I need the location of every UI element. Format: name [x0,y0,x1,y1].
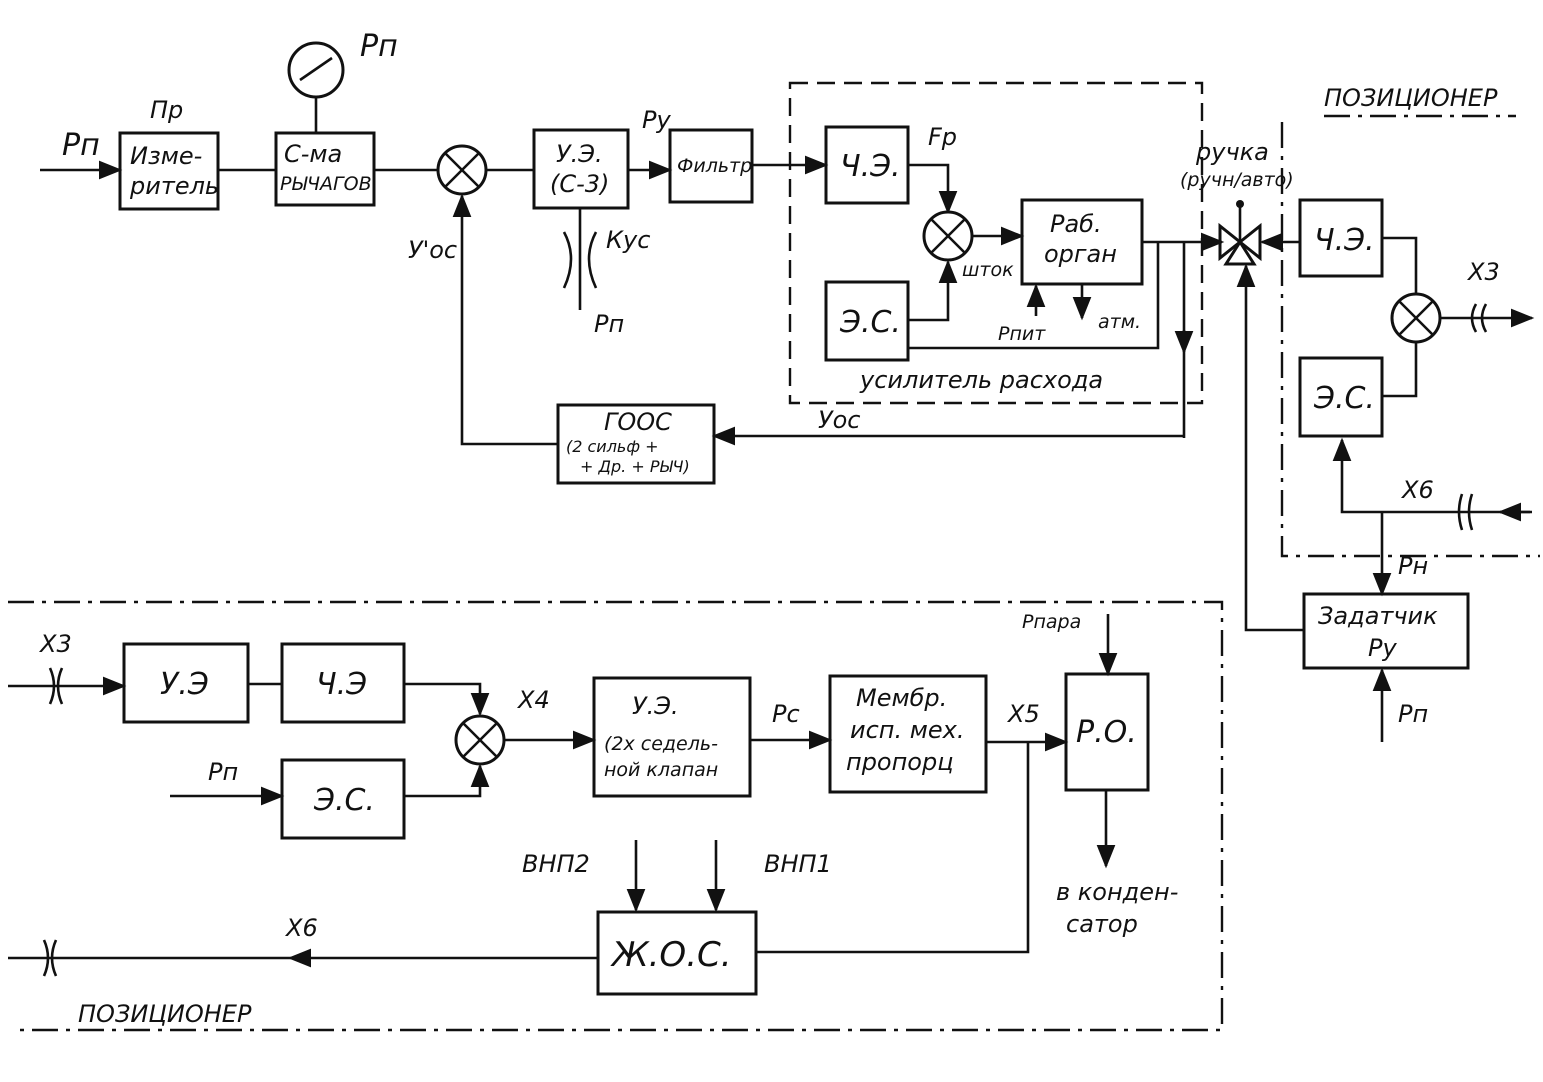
ppara-label: Рпара [1022,611,1081,633]
pp-low-label: Рп [208,758,238,786]
vnp1-label: ВНП1 [764,850,832,878]
fr-label: Fр [928,123,957,151]
goos-label-line3: + Др. + РЫЧ) [580,457,690,476]
zadatchik-label-line2: Ру [1368,634,1397,662]
goos-label-line2: (2 сильф + [566,437,659,456]
goos-label-line1: ГООС [604,408,672,436]
x3-in-label: Х3 [38,630,72,658]
x5-label: Х5 [1006,700,1040,728]
summing-junction-1 [436,144,488,196]
zhos-label: Ж.О.С. [610,935,732,975]
izmeritel-caption: Пр [150,96,183,124]
pozicioner-bottom-boundary [8,600,1224,1032]
zadatchik-label-line1: Задатчик [1318,602,1438,630]
pp-zadatchik-label: Рп [1398,700,1428,728]
kondensator-label-line1: в конден- [1056,878,1178,906]
summing-junction-3 [1390,292,1442,344]
yoc-prime-label: У'ос [408,236,457,264]
che-low-label: Ч.Э [316,667,367,702]
lower-positioner-loop: ПОЗИЦИОНЕР Х3 У.Э Ч.Э Х4 Рп Э.С. У.Э. (2… [8,600,1224,1032]
ro-label: Р.О. [1076,715,1137,750]
input-pp-label: Рп [62,128,100,163]
restrictor-pp-label: Рп [594,310,624,338]
rab-organ-label-line2: орган [1044,240,1117,268]
ppit-label: Рпит [998,323,1046,345]
ue-klapan-label-line3: ной клапан [604,759,718,781]
switch-valve-icon[interactable] [1218,200,1262,266]
izmeritel-label-line1: Изме- [130,142,202,170]
es-low-block [280,758,406,840]
x4-label: Х4 [516,686,550,714]
che-pos-label: Ч.Э. [1314,223,1375,258]
es-amp-label: Э.С. [839,305,901,340]
zhos-block [596,910,758,996]
filtr-label: Фильтр [677,155,752,177]
py-label: Ру [642,106,671,134]
shtok-label: шток [962,259,1014,281]
membr-label-line1: Мембр. [856,684,947,712]
x6-in-label: Х6 [1400,476,1434,504]
positioner-top: ручка (ручн/авто) ПОЗИЦИОНЕР Ч.Э. Х3 [1180,84,1540,742]
ruchka-label-line2: (ручн/авто) [1180,169,1294,191]
che-amp-label: Ч.Э. [840,149,901,184]
rychagi-label-line2: РЫЧАГОВ [280,173,372,195]
membr-label-line3: пропорц [846,748,954,776]
izmeritel-label-line2: ритель [129,172,219,200]
es-pos-label: Э.С. [1313,381,1375,416]
summing-junction-2 [922,210,974,262]
membr-label-line2: исп. мех. [850,716,964,744]
x6-out-label: Х6 [284,914,318,942]
gauge-pp-label: Рп [360,29,398,64]
usilitel-label: усилитель расхода [859,366,1103,394]
rychagi-label-line1: С-ма [284,140,342,168]
atm-label: атм. [1098,311,1141,333]
rab-organ-label-line1: Раб. [1050,210,1102,238]
ue-klapan-label-line2: (2х седель- [604,733,718,755]
yoc-label: Уос [818,406,861,434]
restrictor-kus-icon [562,208,598,310]
ue-c3-label-line2: (С-3) [550,170,609,198]
ue-low-label: У.Э [160,667,209,702]
ruchka-label-line1: ручка [1195,138,1269,166]
pn-label: Рн [1398,552,1428,580]
summing-junction-4 [454,714,506,766]
kondensator-label-line2: сатор [1066,910,1138,938]
pozicioner-top-label: ПОЗИЦИОНЕР [1324,84,1498,112]
ue-c3-label-line1: У.Э. [556,140,603,168]
usilitel-boundary [788,81,1204,405]
pc-label: Рс [772,700,800,728]
membr-block [828,674,988,794]
vnp2-label: ВНП2 [522,850,590,878]
es-low-label: Э.С. [313,783,375,818]
pozicioner-bottom-label: ПОЗИЦИОНЕР [78,1000,252,1028]
ue-klapan-label-line1: У.Э. [632,692,679,720]
kus-label: Кус [606,226,650,254]
ue-klapan-block [592,676,752,798]
upper-control-loop: Рп Пр Изме- ритель Рп С-ма РЫЧАГОВ У.Э. … [40,29,1225,485]
x3-out-label: Х3 [1466,258,1500,286]
